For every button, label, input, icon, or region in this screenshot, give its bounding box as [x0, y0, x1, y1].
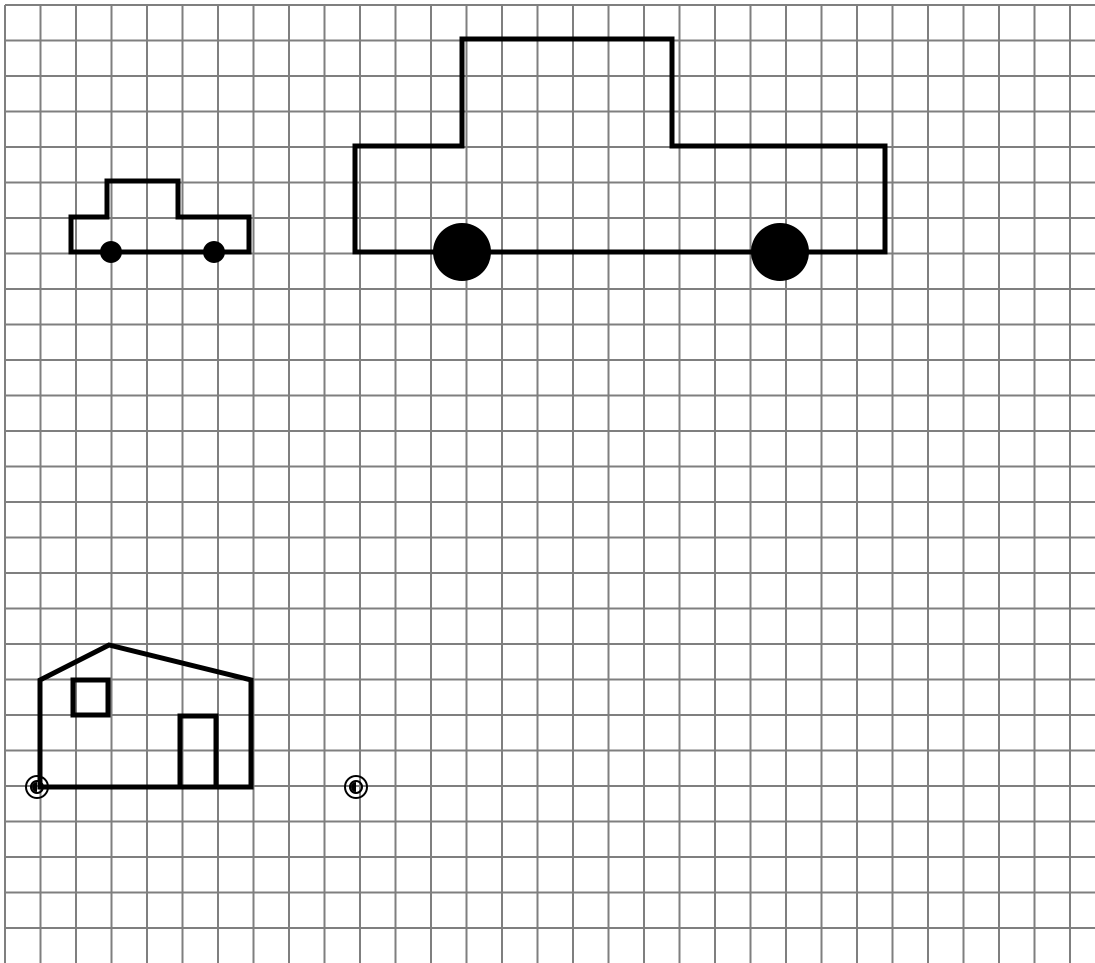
- small-car-rear-wheel: [100, 241, 122, 263]
- large-car-rear-wheel: [433, 223, 491, 281]
- large-car-front-wheel: [751, 223, 809, 281]
- small-car-front-wheel: [203, 241, 225, 263]
